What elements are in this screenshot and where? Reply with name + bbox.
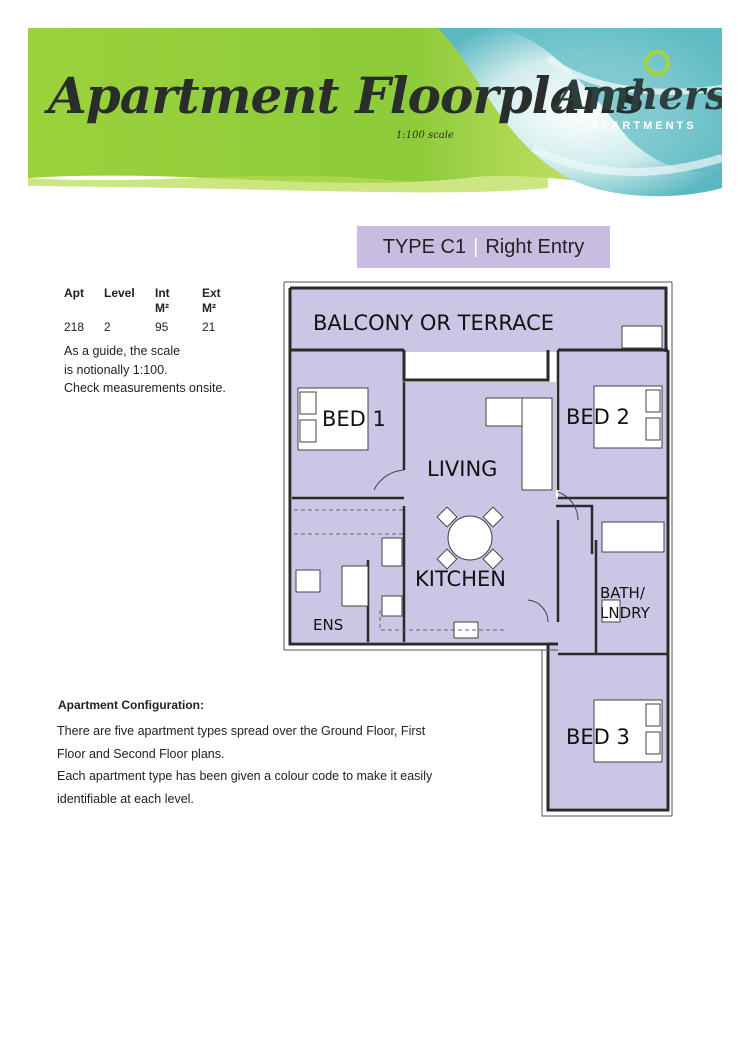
- entry-side: Right Entry: [485, 235, 585, 258]
- page-title: Apartment Floorplans: [48, 66, 645, 125]
- configuration-heading: Apartment Configuration:: [58, 698, 204, 712]
- brush-stroke-background: [28, 28, 722, 197]
- type-separator: |: [473, 235, 479, 258]
- floor-plan: BALCONY OR TERRACE BED 1 BED 2 BED 3 LIV…: [283, 281, 673, 817]
- config-line: There are five apartment types spread ov…: [57, 724, 426, 738]
- bed-furniture: [297, 385, 663, 763]
- cabinet-lines: [294, 509, 506, 631]
- config-line: Floor and Second Floor plans.: [57, 746, 225, 761]
- config-line: Each apartment type has been given a col…: [57, 769, 433, 783]
- brand-subtitle: APARTMENTS: [591, 120, 697, 132]
- interior-walls: [292, 350, 668, 656]
- room-label-balcony: BALCONY OR TERRACE: [313, 311, 554, 335]
- guide-line: is notionally 1:100.: [64, 362, 168, 377]
- logo-ring-icon: [644, 50, 670, 76]
- value-ext: 21: [202, 320, 216, 334]
- room-label-bed2: BED 2: [566, 405, 630, 429]
- living-furniture: [436, 397, 553, 570]
- room-label-ensuite: ENS: [313, 616, 343, 634]
- value-apt: 218: [64, 320, 85, 334]
- guide-line: Check measurements onsite.: [64, 381, 226, 395]
- guide-line: As a guide, the scale: [64, 344, 181, 358]
- value-int: 95: [155, 320, 169, 334]
- header-banner: Apartment Floorplans 1:100 scale Amherst…: [28, 28, 722, 203]
- configuration-text: There are five apartment types spread ov…: [57, 720, 497, 810]
- room-label-bed1: BED 1: [322, 407, 386, 431]
- room-label-kitchen: KITCHEN: [415, 567, 506, 591]
- brand-logo-text: Amherst: [556, 72, 722, 119]
- value-level: 2: [104, 320, 111, 334]
- room-label-bed3: BED 3: [566, 725, 630, 749]
- outer-walls: [288, 286, 670, 812]
- header-apt: Apt: [64, 286, 84, 300]
- apartment-type-label: TYPE C1 | Right Entry: [357, 226, 610, 268]
- header-level: Level: [104, 286, 135, 300]
- door-swings: [373, 469, 579, 623]
- type-code: TYPE C1: [382, 235, 467, 258]
- room-label-bath: BATH/: [600, 584, 646, 602]
- room-label-living: LIVING: [427, 457, 497, 481]
- room-label-laundry: LNDRY: [600, 604, 651, 622]
- scale-note: 1:100 scale: [396, 130, 454, 141]
- config-line: identifiable at each level.: [57, 791, 194, 806]
- scale-guide-note: As a guide, the scale is notionally 1:10…: [64, 342, 264, 398]
- thin-walls: [283, 281, 673, 817]
